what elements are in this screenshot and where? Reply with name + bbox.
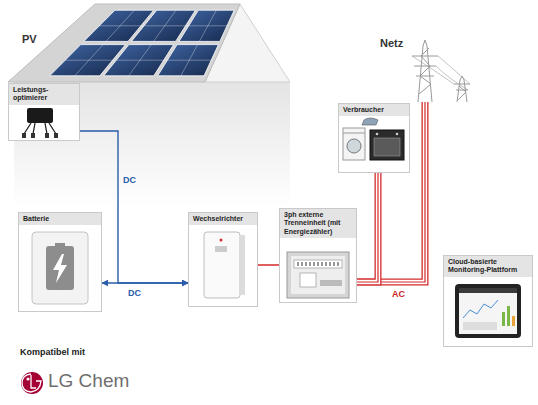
washing-machine [343,128,365,160]
tablet-frame [455,284,521,338]
box-heading: Batterie [19,213,101,225]
pylon-arms [412,56,438,76]
optimizer-box: Leistungs- optimierer [8,83,80,141]
battery-case [32,232,88,304]
box-ground [443,255,533,347]
oven-window [374,138,400,156]
cable-plug [45,133,49,138]
box-heading: Leistungs- optimierer [9,84,79,105]
disconnect-unit-box: 3ph externe Trenneinheit (mit Energiezäh… [279,208,357,303]
appliances [343,118,404,160]
inverter-display [215,246,227,252]
inverter-box: Wechselrichter [188,212,258,307]
box-heading: Cloud-basierte Monitoring-Plattform [444,256,532,277]
inverter-case [204,232,240,298]
panel-cell-lines [65,10,227,76]
grid-wire-gap [357,102,425,282]
tablet [455,284,521,338]
optimizer-device [22,108,58,138]
screen-bar-chart [502,312,505,326]
oven-knob [396,133,399,136]
box-heading: 3ph externe Trenneinheit (mit Energiezäh… [280,209,356,238]
connector-line [357,173,378,282]
washer-door [347,139,361,153]
compatibility-note: Kompatibel mit [20,348,85,358]
brand-name: LG Chem [48,371,129,392]
terminal-strip [320,280,342,286]
screen-bar-chart [507,306,510,326]
connector-label: DC [128,289,141,299]
connector [102,283,188,284]
consumer-box: Verbraucher [338,103,410,173]
box-ground [8,83,80,141]
battery-icon [46,246,74,290]
lightning [53,254,67,283]
cabinet-inner [291,256,345,294]
optimizer-cable [24,123,56,134]
connector-line [357,173,378,282]
pylon-legs [418,40,432,102]
battery-terminal [55,243,65,246]
meter [300,273,316,287]
screen-chart [463,300,498,318]
screen-panel [463,322,497,330]
lg-logo [21,372,43,394]
pylon-lattice [419,48,431,94]
oven [370,130,404,160]
washer-strip [343,133,365,134]
connector [357,173,378,282]
cell-line [99,25,227,26]
box-ground [279,208,357,303]
inverter-side [240,235,245,295]
inverter-unit [204,232,245,298]
optimizer-body [27,108,53,123]
power-pylon [412,40,470,102]
grid-wire-outer [357,102,425,282]
cable-plug [31,133,35,138]
grid-label: Netz [380,37,403,49]
battery-box: Batterie [18,212,102,312]
connector-label: DC [123,176,136,186]
roof [8,4,240,82]
connector-line [357,173,378,282]
grid-wire-core [357,102,425,282]
connector-line [102,282,188,283]
box-heading: Wechselrichter [189,213,257,225]
lg-logo-eye [26,377,29,380]
cable-plug [54,133,58,138]
cell-line [65,60,211,61]
switch-cabinet [287,252,349,298]
box-grounds [8,83,533,347]
ac-label: AC [392,290,405,300]
tablet-screen [459,288,517,334]
overhead-lines [412,56,470,90]
monitoring-box: Cloud-basierte Monitoring-Plattform [443,255,533,347]
solar-panels [50,10,235,76]
screen-bar [459,288,517,293]
connector [258,265,279,266]
box-ground [338,103,410,173]
breaker-row [294,260,342,268]
grid-wire [357,102,425,282]
cable-plug [22,133,26,138]
iron [362,118,378,125]
lg-logo-face [22,374,41,392]
screen-bar-chart [512,316,515,326]
connector-line [258,264,279,266]
small-pylon [454,76,470,102]
oven-knob [376,133,379,136]
box-ground [18,212,102,312]
battery-unit [32,232,88,304]
pv-label: PV [22,33,37,45]
connector [80,131,188,283]
box-heading: Verbraucher [339,104,409,116]
inverter-led [220,239,223,242]
box-ground [188,212,258,307]
lg-logo-circle [21,372,43,394]
breaker-ticks [298,262,338,266]
cabinet-case [287,252,349,298]
connector-line [80,131,188,283]
